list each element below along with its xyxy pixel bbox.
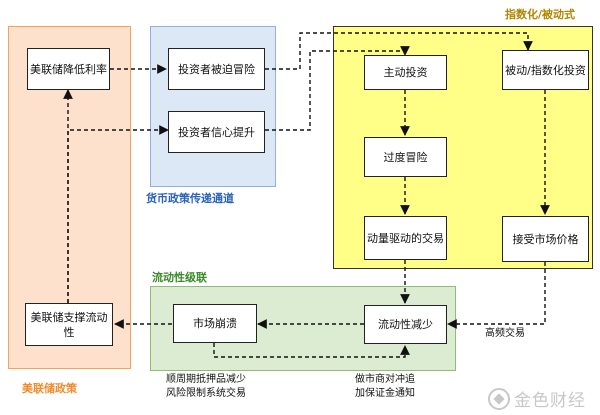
note-market-maker-line1: 做市商对冲追 (355, 374, 415, 385)
region-passive-label: 指数化/被动式 (505, 8, 576, 21)
note-market-maker-line2: 加保证金通知 (355, 388, 415, 399)
node-market-crash[interactable]: 市场崩溃 (173, 304, 257, 343)
node-excessive-risk[interactable]: 过度冒险 (364, 137, 447, 177)
node-price-taker[interactable]: 接受市场价格 (502, 216, 589, 262)
edge-fedsupport-to-confidence (67, 125, 169, 303)
edge-forced-to-passive (265, 32, 533, 70)
watermark: 金色财经 (488, 386, 586, 411)
node-active-investing[interactable]: 主动投资 (364, 55, 447, 90)
node-investor-forced-risk[interactable]: 投资者被迫冒险 (168, 48, 265, 90)
note-procyclical-line2: 风险限制系统交易 (166, 388, 246, 399)
note-procyclical-line1: 顺周期抵押品减少 (166, 374, 246, 385)
node-fed-liquidity-support[interactable]: 美联储支撑流动性 (25, 303, 113, 346)
note-procyclical: 顺周期抵押品减少 风险限制系统交易 (166, 373, 246, 401)
node-investor-confidence[interactable]: 投资者信心提升 (168, 111, 265, 153)
node-fed-rate-cut[interactable]: 美联储降低利率 (27, 48, 110, 90)
node-liquidity-drop[interactable]: 流动性减少 (364, 305, 447, 344)
coin-logo-icon (488, 387, 510, 410)
node-momentum-trading[interactable]: 动量驱动的交易 (364, 216, 447, 260)
region-monetary-channel-label: 货币政策传递通道 (146, 192, 234, 205)
region-fed-policy-label: 美联储政策 (22, 382, 77, 395)
watermark-text: 金色财经 (514, 391, 586, 411)
note-hft: 高频交易 (485, 328, 525, 339)
node-passive-index-investing[interactable]: 被动/指数化投资 (502, 50, 589, 90)
region-liquidity-cascade-label: 流动性级联 (152, 271, 207, 284)
note-market-maker: 做市商对冲追 加保证金通知 (355, 373, 415, 401)
edge-price-to-liq (447, 262, 546, 329)
edge-crash-to-liq (213, 343, 410, 358)
edge-confidence-to-active (265, 46, 410, 131)
